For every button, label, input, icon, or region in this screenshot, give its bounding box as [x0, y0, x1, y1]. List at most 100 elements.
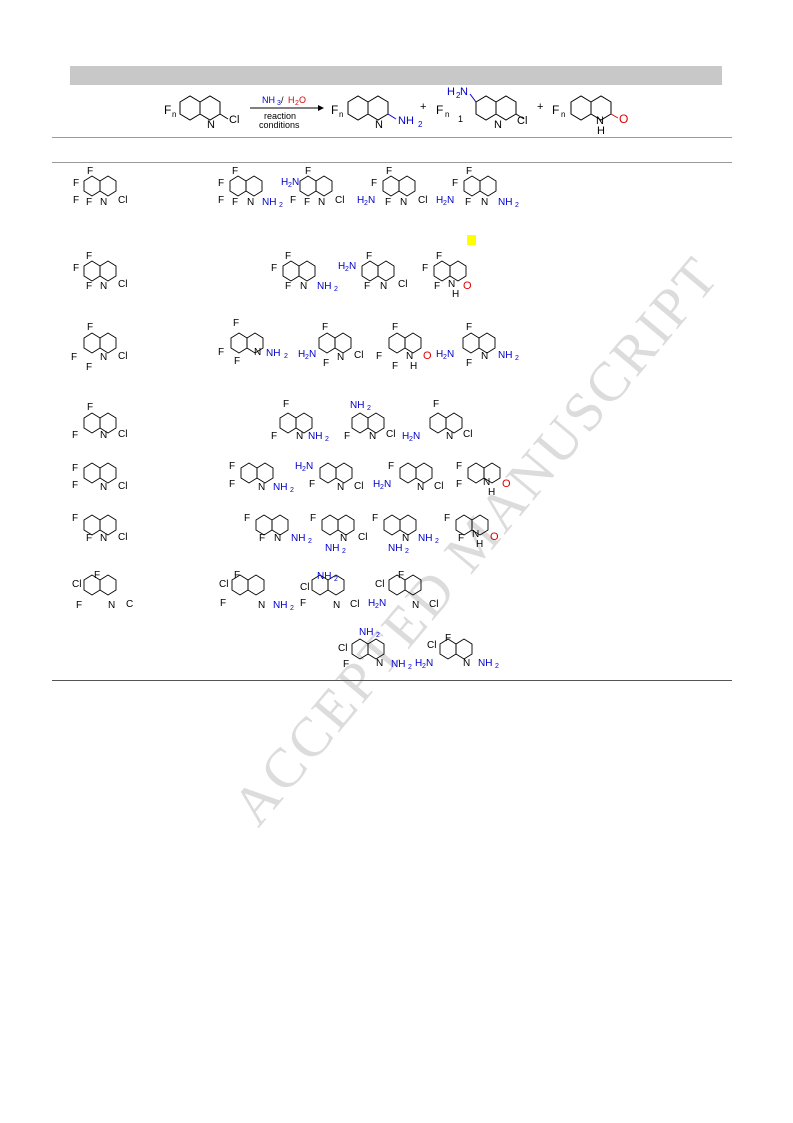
scheme-reactant-n: n [172, 110, 176, 119]
scheme-product-2 [469, 93, 525, 121]
atom-label: O [502, 478, 511, 490]
atom-label: Cl [429, 599, 438, 610]
atom-label: F [436, 251, 442, 262]
atom-label: F [398, 570, 404, 581]
atom-label: 2 [290, 605, 294, 612]
atom-label: n [561, 110, 565, 119]
atom-label: 2 [495, 663, 499, 670]
quinoline-ring [388, 574, 422, 596]
atom-label: NH [350, 400, 364, 411]
atom-label: H [281, 177, 288, 188]
atom-label: O [423, 350, 432, 362]
atom-label: N [369, 431, 376, 442]
atom-label: F [233, 318, 239, 329]
atom-label: F [458, 533, 464, 544]
atom-label: F [445, 633, 451, 644]
table-header-bar [70, 66, 722, 85]
atom-label: F [87, 402, 93, 413]
atom-label: O [463, 280, 472, 292]
atom-label: n [445, 110, 449, 119]
atom-label: H [338, 261, 345, 272]
atom-label: Cl [375, 579, 384, 590]
quinoline-ring [433, 260, 467, 282]
quinoline-ring [240, 462, 274, 484]
atom-label: F [218, 195, 224, 206]
atom-label: N [447, 195, 454, 206]
atom-label: Cl [354, 350, 363, 361]
quinoline-ring [462, 332, 496, 354]
atom-label: F [310, 513, 316, 524]
atom-label: F [344, 431, 350, 442]
quinoline-ring [83, 462, 117, 484]
atom-label: N [318, 197, 325, 208]
atom-label: Cl [118, 532, 127, 543]
table-rule-bottom [52, 680, 732, 681]
atom-label: N [100, 430, 107, 441]
atom-label: N [100, 281, 107, 292]
atom-label: F [72, 513, 78, 524]
atom-label: F [234, 570, 240, 581]
atom-label: H [410, 361, 417, 372]
atom-label: n [339, 110, 343, 119]
atom-label: Cl [350, 599, 359, 610]
atom-label: F [331, 103, 338, 117]
atom-label: N [368, 195, 375, 206]
atom-label: 2 [367, 405, 371, 412]
atom-label: Cl [335, 195, 344, 206]
atom-label: N [472, 529, 479, 540]
atom-label: NH [308, 431, 322, 442]
atom-label: N [340, 533, 347, 544]
quinoline-ring [229, 175, 263, 197]
atom-label: F [86, 533, 92, 544]
atom-label: 2 [422, 663, 426, 670]
atom-label: N [309, 349, 316, 360]
atom-label: F [218, 178, 224, 189]
atom-label: F [364, 281, 370, 292]
atom-label: Cl [72, 579, 81, 590]
atom-label: Cl [118, 429, 127, 440]
atom-label: F [76, 600, 82, 611]
atom-label: 3 [277, 100, 281, 107]
scheme-reactant-n-atom: N [207, 119, 215, 131]
atom-label: F [218, 347, 224, 358]
atom-label: 2 [443, 200, 447, 207]
atom-label: F [466, 322, 472, 333]
atom-label: O [299, 95, 306, 105]
atom-label: Cl [358, 532, 367, 543]
atom-label: NH [498, 197, 512, 208]
quinoline-ring [351, 412, 385, 434]
quinoline-ring [282, 260, 316, 282]
atom-label: 2 [418, 120, 423, 129]
quinoline-ring [351, 638, 385, 660]
atom-label: 2 [334, 576, 338, 583]
atom-label: N [258, 482, 265, 493]
atom-label: F [229, 461, 235, 472]
atom-label: N [447, 349, 454, 360]
atom-label: Cl [300, 582, 309, 593]
atom-label: F [86, 281, 92, 292]
atom-label: F [73, 195, 79, 206]
atom-label: F [452, 178, 458, 189]
atom-label: Cl [219, 579, 228, 590]
atom-label: F [386, 166, 392, 177]
atom-label: H [298, 349, 305, 360]
quinoline-ring [399, 462, 433, 484]
atom-label: 2 [342, 548, 346, 555]
atom-label: N [460, 86, 468, 98]
atom-label: F [244, 513, 250, 524]
atom-label: F [372, 513, 378, 524]
quinoline-ring [83, 514, 117, 536]
atom-label: 2 [305, 354, 309, 361]
atom-label: H [488, 487, 495, 498]
atom-label: F [234, 356, 240, 367]
table-rule-top [52, 137, 732, 138]
atom-label: NH [325, 543, 339, 554]
structures-table: F F F F N Cl F F F F N NH 2 H 2 N F F F … [71, 166, 519, 671]
atom-label: F [87, 322, 93, 333]
atom-label: N [100, 197, 107, 208]
atom-label: F [392, 322, 398, 333]
atom-label: 2 [288, 182, 292, 189]
atom-label: F [456, 479, 462, 490]
arrow-reagent-nh3: NH [262, 95, 275, 105]
atom-label: N [337, 352, 344, 363]
